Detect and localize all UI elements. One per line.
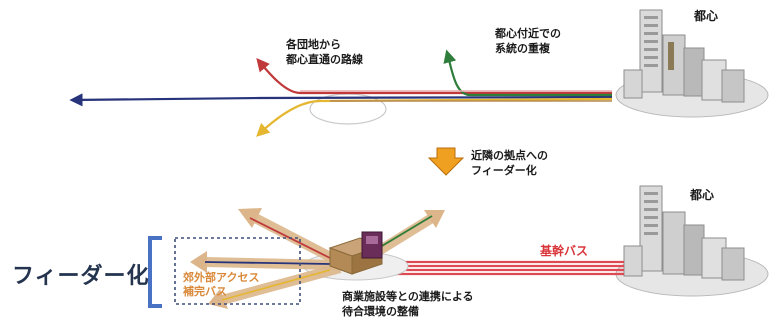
hub-label: 商業施設等との連携による 待合環境の整備 bbox=[342, 289, 474, 319]
transition-label-line2: フィーダー化 bbox=[471, 164, 537, 177]
transition-label: 近隣の拠点への フィーダー化 bbox=[471, 148, 548, 178]
feeder-bracket bbox=[148, 236, 162, 308]
suburban-dotted-box bbox=[174, 237, 301, 305]
overlap-label-line2: 系統の重複 bbox=[495, 42, 550, 55]
feeder-navy-line bbox=[204, 261, 331, 265]
route-label: 各団地から 都心直通の路線 bbox=[286, 37, 363, 67]
route-label-line2: 都心直通の路線 bbox=[286, 53, 363, 66]
feeder-yellow-line bbox=[221, 269, 331, 301]
route-green bbox=[443, 49, 612, 97]
city-skyline-bottom bbox=[623, 185, 745, 281]
route-yellow bbox=[256, 97, 613, 137]
suburban-label-line1: 郊外部アクセス bbox=[183, 271, 260, 284]
suburban-label-line2: 補完バス bbox=[183, 285, 227, 298]
suburban-label: 郊外部アクセス 補完バス bbox=[183, 271, 259, 299]
hub-label-line2: 待合環境の整備 bbox=[342, 305, 419, 318]
top-city-label: 都心 bbox=[694, 9, 719, 23]
hub-building bbox=[328, 231, 384, 275]
hub-label-line1: 商業施設等との連携による bbox=[342, 290, 474, 303]
transition-arrow bbox=[427, 147, 465, 176]
feeder-title: フィーダー化 bbox=[12, 264, 150, 289]
trunk-bus-lines bbox=[378, 260, 624, 276]
route-red bbox=[256, 57, 612, 95]
trunk-bus-label: 基幹バス bbox=[540, 244, 589, 258]
route-navy bbox=[69, 93, 613, 107]
bottom-city-label: 都心 bbox=[690, 188, 715, 202]
city-skyline-top bbox=[623, 9, 745, 103]
transition-label-line1: 近隣の拠点への bbox=[471, 149, 548, 162]
route-label-line1: 各団地から bbox=[286, 38, 341, 51]
overlap-label-line1: 都心付近での bbox=[495, 27, 561, 40]
overlap-label: 都心付近での 系統の重複 bbox=[495, 26, 561, 56]
